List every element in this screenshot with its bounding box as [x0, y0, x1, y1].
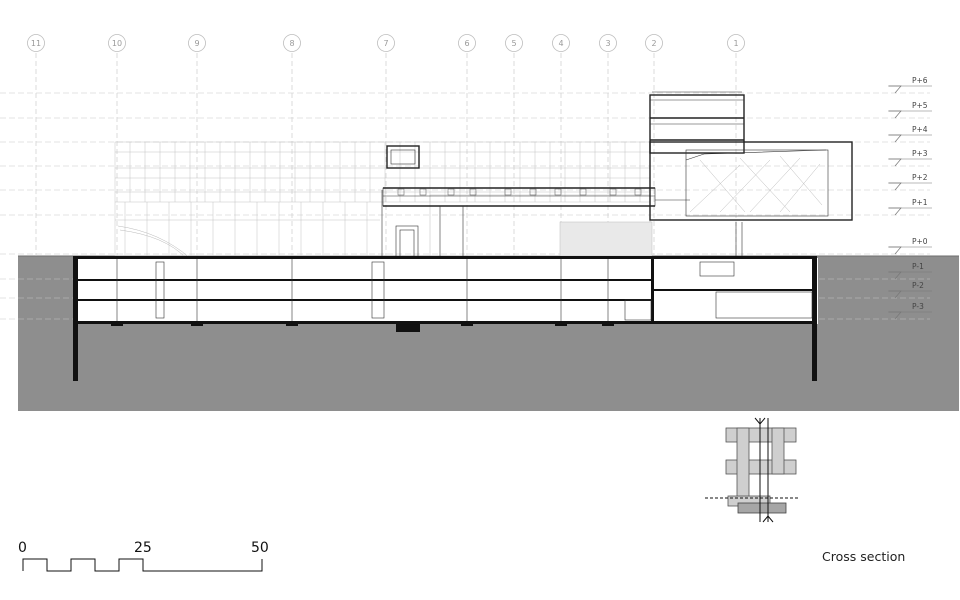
grid-label-2: 2: [651, 39, 656, 48]
grid-bubble-4: [552, 34, 570, 52]
level-label-P-3: P-3: [912, 302, 924, 311]
level-label-P-2: P-2: [912, 281, 924, 290]
grid-label-11: 11: [31, 39, 41, 48]
grid-bubble-11: [27, 34, 45, 52]
level-label-P+0: P+0: [912, 237, 928, 246]
drawing-caption: Cross section: [822, 549, 905, 564]
grid-label-5: 5: [511, 39, 516, 48]
grid-label-3: 3: [605, 39, 610, 48]
grid-bubble-8: [283, 34, 301, 52]
level-marker-icon: [889, 271, 902, 280]
grid-bubble-3: [599, 34, 617, 52]
level-label-P+6: P+6: [912, 76, 928, 85]
grid-label-10: 10: [112, 39, 122, 48]
level-label-P+2: P+2: [912, 173, 928, 182]
grid-bubble-2: [645, 34, 663, 52]
level-marker-icon: [889, 110, 902, 119]
basement-section: [73, 256, 818, 381]
grid-bubble-9: [188, 34, 206, 52]
level-marker-icon: [889, 158, 902, 167]
level-marker-icon: [889, 182, 902, 191]
grid-label-4: 4: [558, 39, 563, 48]
central-atrium-section: [381, 145, 656, 323]
grid-bubble-10: [108, 34, 126, 52]
grid-axis-bubbles: 11 10 9 8 7 6 5 4 3 2 1: [27, 34, 745, 52]
grid-label-6: 6: [464, 39, 469, 48]
level-label-P-1: P-1: [912, 262, 924, 271]
level-marker-icon: [889, 311, 902, 320]
grid-bubble-5: [505, 34, 523, 52]
scale-label-25: 25: [134, 540, 152, 556]
key-plan-icon: [705, 417, 800, 523]
grid-label-1: 1: [733, 39, 738, 48]
grid-bubble-7: [377, 34, 395, 52]
level-label-P+4: P+4: [912, 125, 928, 134]
grid-bubble-1: [727, 34, 745, 52]
grid-bubble-6: [458, 34, 476, 52]
grid-label-8: 8: [289, 39, 294, 48]
level-label-P+5: P+5: [912, 101, 928, 110]
level-label-P+1: P+1: [912, 198, 928, 207]
level-marker-icon: [889, 134, 902, 143]
tower-block-section: [649, 91, 853, 256]
level-label-P+3: P+3: [912, 149, 928, 158]
level-marker-icon: [889, 246, 902, 255]
scale-label-50: 50: [251, 540, 269, 556]
upper-building-elevation: [114, 141, 653, 259]
level-marker-icon: [889, 207, 902, 216]
grid-label-7: 7: [383, 39, 388, 48]
grid-label-9: 9: [194, 39, 199, 48]
scale-bar: 0 25 50: [18, 540, 269, 572]
level-marker-icon: [889, 290, 902, 299]
scale-label-0: 0: [18, 540, 27, 556]
level-marker-icon: [889, 85, 902, 94]
